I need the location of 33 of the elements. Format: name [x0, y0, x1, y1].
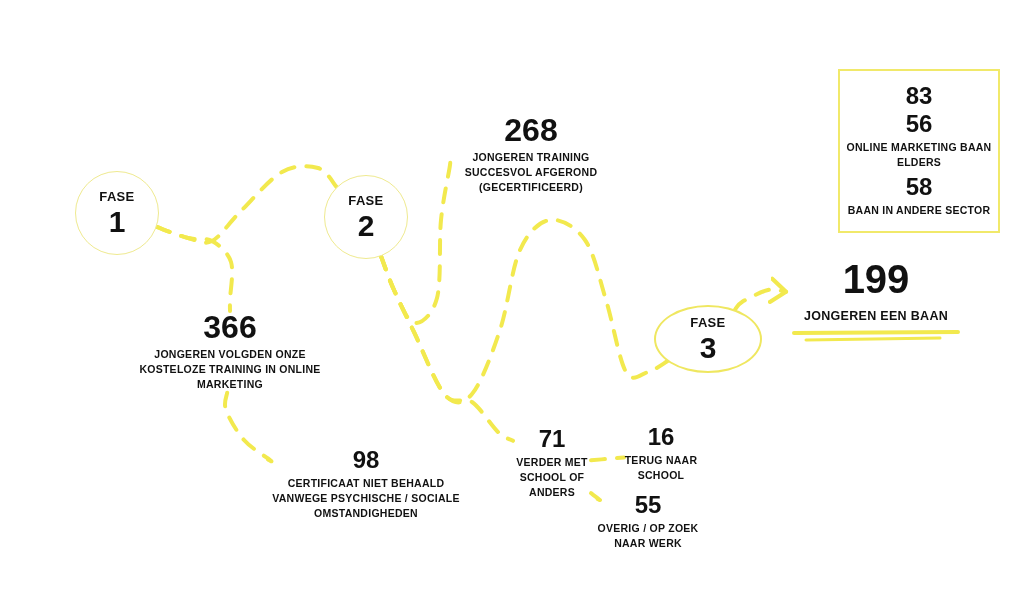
stat-description: CERTIFICAAT NIET BEHAALD VANWEGE PSYCHISCHE / SOCIALE OMSTANDIGHEDEN	[271, 476, 461, 522]
stat-description: VERDER MET SCHOOL OF ANDERS	[515, 455, 589, 501]
phase-number: 2	[357, 210, 375, 241]
stat-number: 55	[634, 493, 662, 517]
stat-number: 71	[538, 427, 566, 451]
stat-number: 58	[905, 174, 933, 199]
dashed-path	[223, 390, 274, 464]
stat-description: BAAN IN ANDERE SECTOR	[847, 202, 991, 218]
stat-number: 98	[352, 448, 380, 472]
phase-number: 3	[699, 332, 717, 363]
dashed-path	[589, 455, 626, 463]
stat-description: TERUG NAAR SCHOOL	[624, 453, 698, 484]
stat-number: 199	[842, 259, 910, 299]
dashed-path	[379, 159, 453, 326]
phase-label: FASE	[99, 189, 135, 203]
dashed-path	[589, 491, 602, 503]
stat-number: 83	[905, 84, 933, 109]
stat-number: 366	[203, 311, 257, 343]
stat-description: OVERIG / OP ZOEK NAAR WERK	[596, 521, 700, 552]
stat-description: JONGEREN TRAINING SUCCESVOL AFGEROND (GECERTIFICEERD)	[463, 150, 599, 196]
dashed-path	[379, 254, 515, 443]
phase-label: FASE	[348, 193, 384, 207]
stat-number: 56	[905, 112, 933, 137]
dashed-path	[733, 275, 789, 312]
phase-label: FASE	[690, 315, 726, 329]
stat-number: 268	[504, 114, 558, 146]
phase-number: 1	[108, 206, 126, 237]
stat-description: JONGEREN EEN BAAN	[803, 308, 949, 325]
stat-panel	[838, 69, 1000, 233]
dashed-path	[154, 224, 235, 313]
stat-description: ONLINE MARKETING BAAN ELDERS	[845, 140, 993, 171]
stat-description: JONGEREN VOLGDEN ONZE KOSTELOZE TRAINING IN ONLINE MARKETING	[138, 347, 322, 393]
stat-number: 16	[647, 425, 675, 449]
